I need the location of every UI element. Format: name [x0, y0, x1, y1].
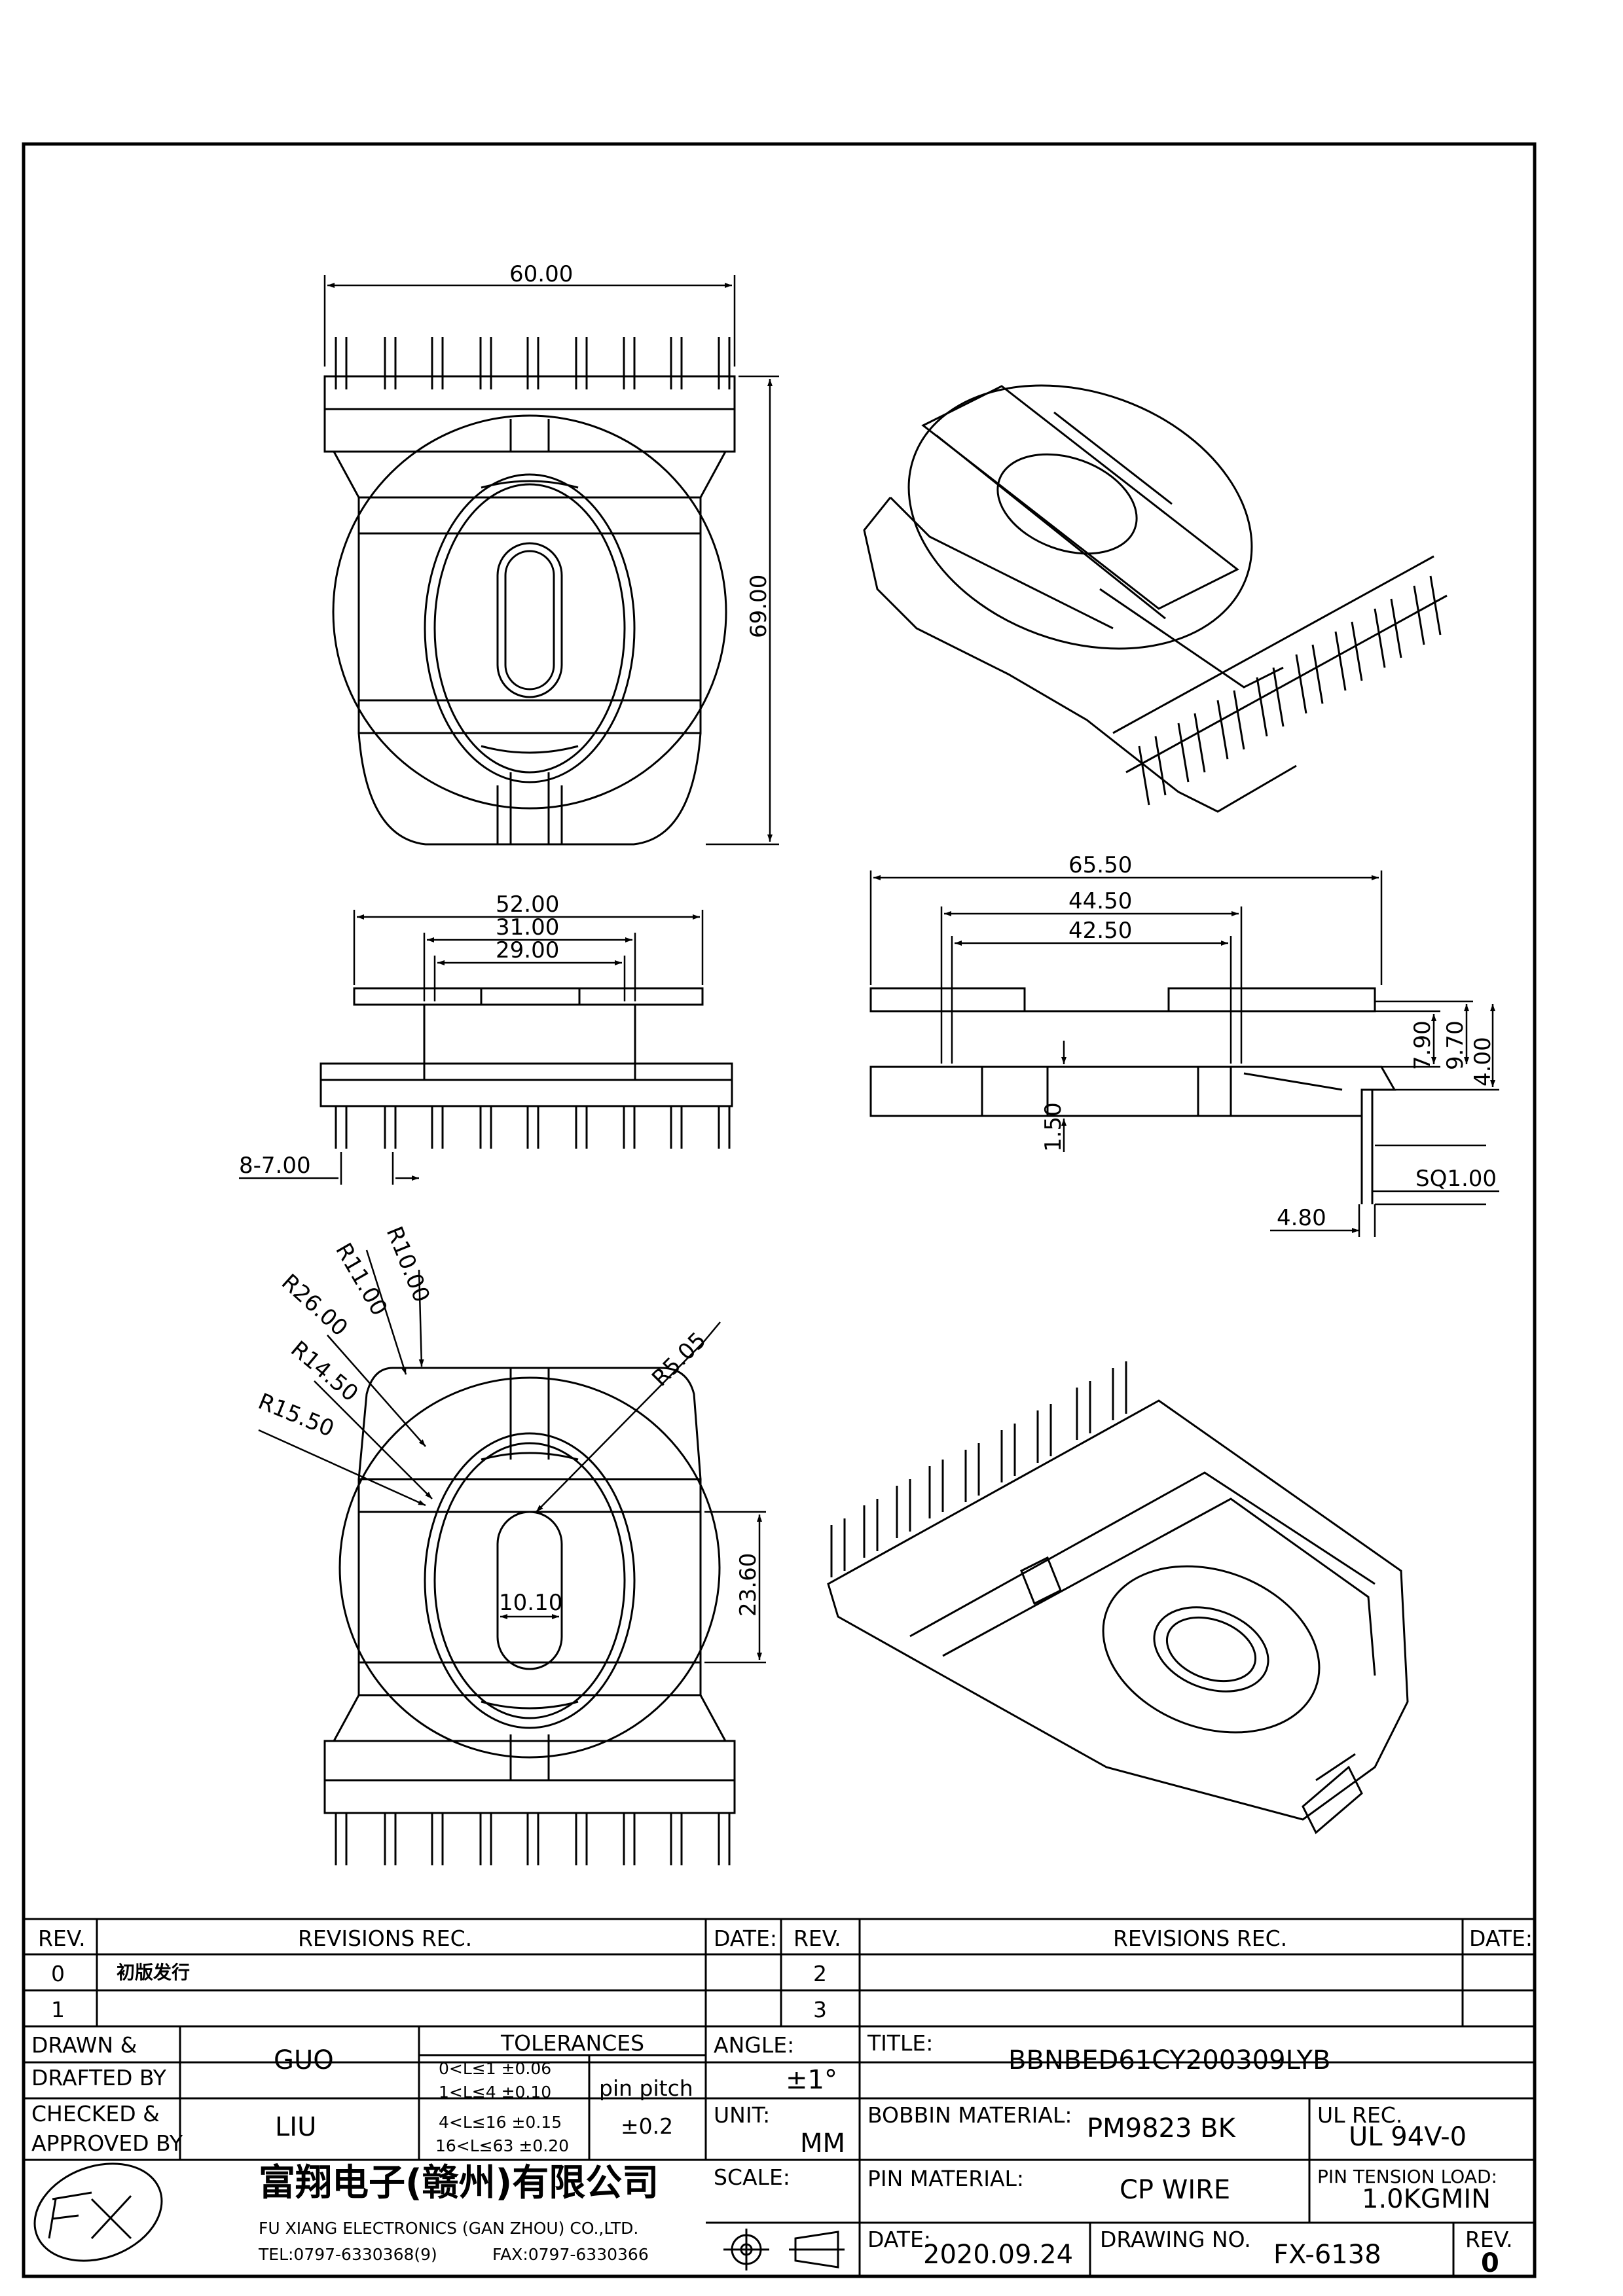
- rev-value: 0: [1481, 2248, 1499, 2278]
- pin-pitch-label: pin pitch: [599, 2075, 693, 2101]
- tolerances-title: TOLERANCES: [501, 2030, 645, 2056]
- dim-150: 1.50: [1040, 1102, 1067, 1152]
- pin-material-label: PIN MATERIAL:: [867, 2166, 1025, 2191]
- bottom-view: [323, 1367, 736, 1865]
- tolerance-4: 16<L≤63 ±0.20: [435, 2136, 570, 2155]
- pin-material-value: CP WIRE: [1120, 2175, 1231, 2205]
- tolerance-2: 1<L≤4 ±0.10: [439, 2083, 552, 2102]
- pin-pitch-value: ±0.2: [621, 2113, 674, 2139]
- dim-pin-offset: 4.80: [1277, 1205, 1326, 1231]
- tolerance-1: 0<L≤1 ±0.06: [439, 2059, 552, 2078]
- revisions-header-right: REVISIONS REC.: [1113, 1926, 1288, 1951]
- drawn-value: GUO: [274, 2045, 334, 2075]
- company-name-cn: 富翔电子(赣州)有限公司: [259, 2162, 659, 2204]
- company-name-en: FU XIANG ELECTRONICS (GAN ZHOU) CO.,LTD.: [259, 2219, 639, 2238]
- dim-front-inner: 42.50: [1068, 918, 1132, 944]
- date-header: DATE:: [714, 1926, 777, 1951]
- dim-top-height: 69.00: [746, 575, 772, 638]
- dim-front-mid: 44.50: [1068, 888, 1132, 914]
- angle-value: ±1°: [786, 2065, 837, 2095]
- scale-label: SCALE:: [714, 2164, 790, 2190]
- dim-400: 4.00: [1470, 1037, 1496, 1086]
- bobbin-material-label: BOBBIN MATERIAL:: [867, 2102, 1072, 2128]
- title-label: TITLE:: [867, 2030, 934, 2056]
- dim-window-w: 10.10: [499, 1590, 562, 1616]
- dim-pin-pitch-total: 8-7.00: [239, 1153, 311, 1179]
- rev-row-3: 3: [813, 1997, 827, 2022]
- rev-row-0-text: 初版发行: [117, 1962, 191, 1983]
- dim-r10: R10.00: [381, 1223, 435, 1306]
- dim-970: 9.70: [1442, 1020, 1468, 1070]
- ul-label: UL REC.: [1317, 2102, 1403, 2128]
- date-header-right: DATE:: [1469, 1926, 1533, 1951]
- pin-tension-label: PIN TENSION LOAD:: [1317, 2166, 1497, 2187]
- drawing-no-label: DRAWING NO.: [1100, 2227, 1251, 2252]
- top-view: [323, 337, 736, 846]
- dim-window-h: 23.60: [735, 1553, 761, 1617]
- isometric-view-top: [863, 384, 1448, 813]
- isometric-view-bottom: [827, 1361, 1409, 1835]
- side-view: [319, 987, 733, 1149]
- rev-row-2: 2: [813, 1961, 827, 1986]
- title-block-grid: [22, 1918, 1536, 2278]
- dim-r11: R11.00: [330, 1239, 392, 1321]
- dim-front-outer: 65.50: [1068, 852, 1132, 878]
- dim-r14: R14.50: [285, 1336, 363, 1407]
- rev-header-right: REV.: [793, 1926, 841, 1951]
- checked-label-2: APPROVED BY: [31, 2130, 183, 2156]
- unit-value: MM: [800, 2128, 846, 2159]
- dim-790: 7.90: [1410, 1020, 1436, 1070]
- dim-r26: R26.00: [276, 1269, 353, 1342]
- rev-row-1: 1: [51, 1997, 65, 2022]
- company-tel: TEL:0797-6330368(9): [259, 2245, 437, 2264]
- title-value: BBNBED61CY200309LYB: [1008, 2045, 1331, 2075]
- dim-side-outer: 52.00: [496, 891, 559, 918]
- rev-label: REV.: [1465, 2227, 1513, 2252]
- angle-label: ANGLE:: [714, 2032, 795, 2058]
- revisions-header: REVISIONS REC.: [298, 1926, 473, 1951]
- company-fax: FAX:0797-6330366: [492, 2245, 649, 2264]
- front-view: [869, 987, 1396, 1204]
- drawn-label-1: DRAWN &: [31, 2032, 137, 2058]
- drawing-no-value: FX-6138: [1273, 2240, 1381, 2270]
- pin-tension-value: 1.0KGMIN: [1362, 2184, 1491, 2214]
- dim-side-mid: 31.00: [496, 914, 559, 941]
- checked-label-1: CHECKED &: [31, 2101, 160, 2126]
- date-value: 2020.09.24: [923, 2240, 1074, 2270]
- rev-row-0: 0: [51, 1961, 65, 1986]
- drawn-label-2: DRAFTED BY: [31, 2065, 166, 2090]
- tolerance-3: 4<L≤16 ±0.15: [439, 2113, 562, 2132]
- dim-top-width: 60.00: [509, 261, 573, 287]
- company-logo: [33, 2162, 163, 2262]
- dim-pin-sq: SQ1.00: [1415, 1166, 1497, 1192]
- bobbin-material-value: PM9823 BK: [1087, 2113, 1235, 2144]
- dim-side-inner: 29.00: [496, 937, 559, 963]
- ul-value: UL 94V-0: [1349, 2122, 1467, 2152]
- dim-r505: R5.05: [647, 1327, 712, 1392]
- rev-header: REV.: [38, 1926, 86, 1951]
- projection-symbol: [723, 2229, 845, 2270]
- date-label: DATE:: [867, 2227, 931, 2252]
- checked-value: LIU: [275, 2112, 317, 2142]
- unit-label: UNIT:: [714, 2102, 771, 2128]
